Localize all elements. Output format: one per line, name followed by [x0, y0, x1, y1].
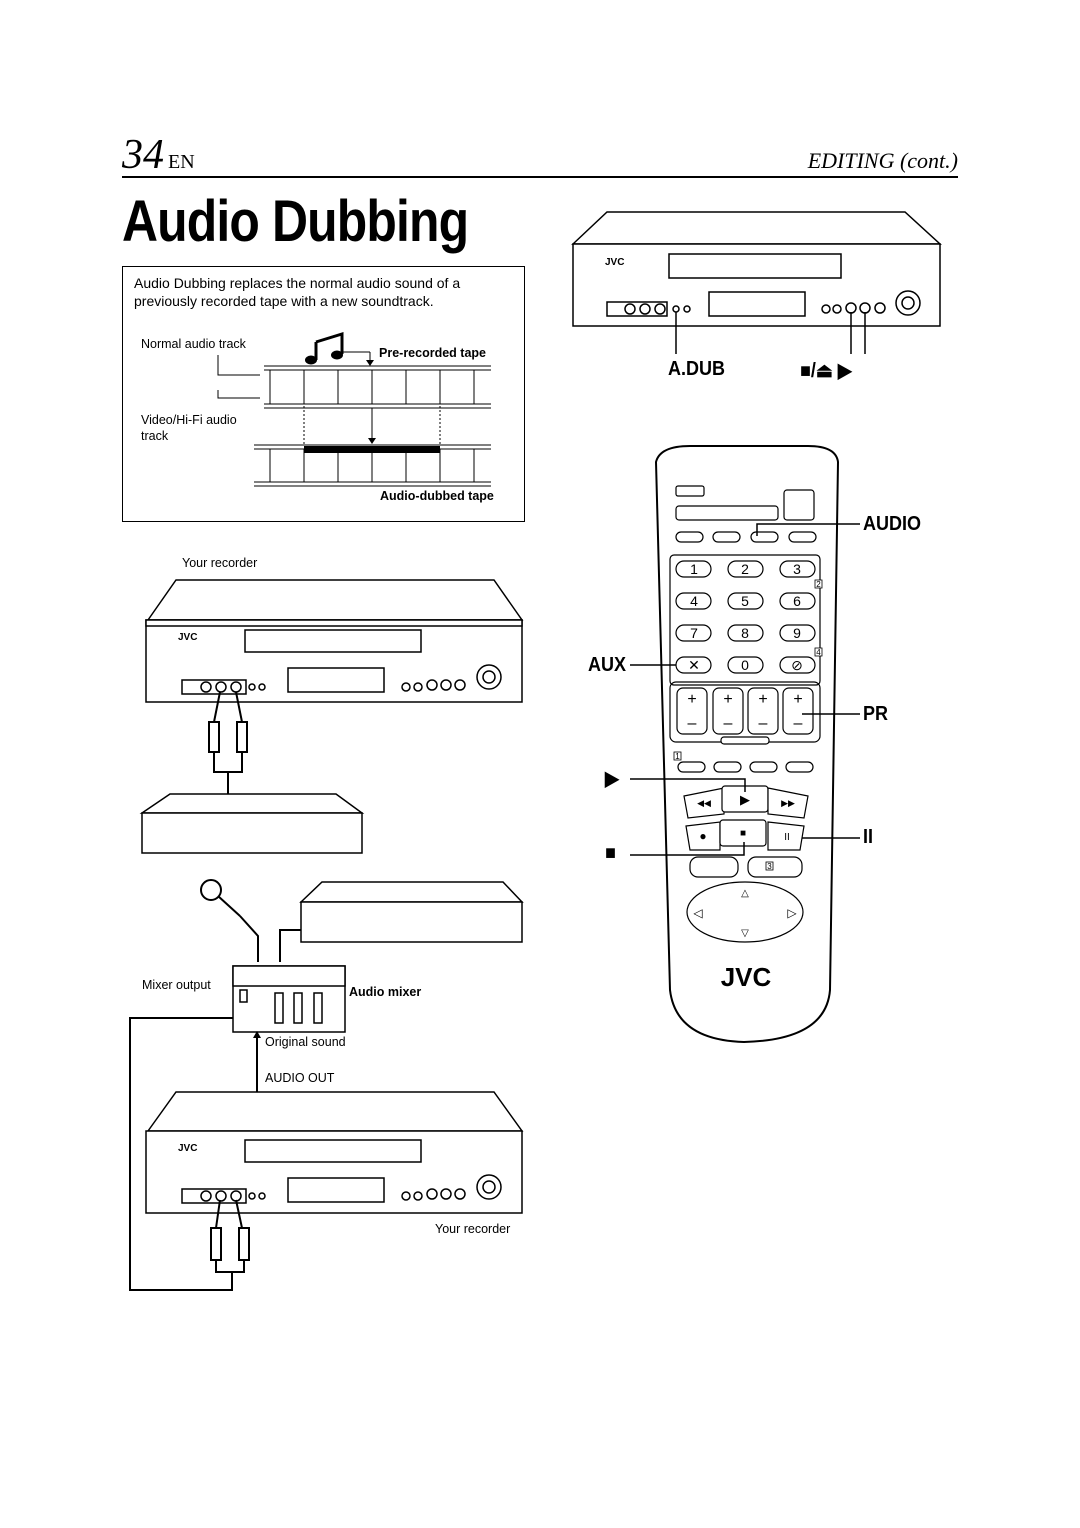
microphone-icon [200, 879, 222, 901]
nav-down-icon: ▽ [741, 928, 749, 939]
remote-key-5: 5 [741, 593, 749, 609]
pr-plus-icon: + [723, 691, 732, 708]
remote-record-icon: ● [699, 829, 706, 843]
nav-right-icon: ▷ [787, 906, 797, 920]
pr-minus-icon: – [794, 715, 803, 732]
step-label-4: 4 [816, 648, 821, 657]
pause-button-label: II [863, 826, 874, 848]
header-rule [122, 176, 958, 178]
intro-text: Audio Dubbing replaces the normal audio … [134, 275, 461, 309]
section-title: EDITING (cont.) [807, 148, 958, 173]
remote-pause-icon: II [784, 832, 790, 843]
audio-dubbed-tape-label: Audio-dubbed tape [380, 489, 494, 503]
pr-plus-icon: + [793, 691, 802, 708]
step-label-3: 3 [767, 862, 772, 871]
your-recorder-top-label: Your recorder [182, 556, 258, 570]
remote-key-3: 3 [793, 561, 801, 577]
remote-key-1: 1 [690, 561, 698, 577]
pr-plus-icon: + [687, 691, 696, 708]
vcr-top [145, 579, 524, 703]
prerecorded-tape-label: Pre-recorded tape [379, 346, 486, 360]
audio-mixer-device [232, 965, 346, 1033]
play-button-label: ▶ [605, 768, 619, 790]
remote-rewind-icon: ◀◀ [697, 798, 711, 808]
intro-box [122, 266, 525, 522]
pr-button-label: PR [863, 703, 889, 725]
video-hifi-track-label: Video/Hi-Fi audio track [141, 413, 237, 443]
vcr-top-brand: JVC [178, 632, 197, 643]
remote-key-6: 6 [793, 593, 801, 609]
remote-key-2: 2 [741, 561, 749, 577]
remote-ffwd-icon: ▶▶ [781, 798, 795, 808]
pr-plus-icon: + [758, 691, 767, 708]
adub-button-label: A.DUB [668, 358, 726, 380]
mixer-output-label: Mixer output [142, 978, 211, 992]
remote-key-9: 9 [793, 625, 801, 641]
step-label-2: 2 [816, 580, 821, 589]
remote-key-8: 8 [741, 625, 749, 641]
aux-button-label: AUX [588, 654, 627, 676]
remote-key-7: 7 [690, 625, 698, 641]
vcr-bottom-brand: JVC [178, 1143, 197, 1154]
cd-player-label-2: CD player, etc. [363, 910, 450, 924]
vcr-front-brand: JVC [605, 257, 624, 268]
pr-minus-icon: – [724, 715, 733, 732]
cd-player-label-1: CD player, etc. [203, 821, 290, 835]
normal-audio-track-label: Normal audio track [141, 337, 246, 351]
remote-play-icon: ▶ [740, 792, 750, 807]
remote-stop-icon: ■ [740, 828, 746, 839]
audio-mixer-label: Audio mixer [349, 985, 422, 999]
stop-button-label: ■ [605, 842, 616, 864]
pr-minus-icon: – [759, 715, 768, 732]
audio-button-label: AUDIO [863, 513, 922, 535]
nav-up-icon: △ [741, 888, 749, 899]
page-title: Audio Dubbing [122, 189, 469, 254]
step-label-1: 1 [675, 752, 680, 761]
remote-brand-logo: JVC [721, 962, 772, 992]
original-sound-label: Original sound [265, 1035, 346, 1049]
audio-out-label: AUDIO OUT [265, 1071, 335, 1085]
remote-key-0: 0 [741, 657, 749, 673]
stop-eject-play-label: ■/⏏ ▶ [800, 360, 852, 382]
remote-key-4: 4 [690, 593, 698, 609]
nav-left-icon: ◁ [693, 906, 703, 920]
timer-key-icon: ⊘ [791, 657, 803, 673]
vcr-bottom [145, 1091, 524, 1214]
your-recorder-bottom-label: Your recorder [435, 1222, 511, 1236]
aux-key-x-icon: ✕ [688, 657, 700, 673]
pr-minus-icon: – [688, 715, 697, 732]
language-code: EN [168, 151, 195, 173]
